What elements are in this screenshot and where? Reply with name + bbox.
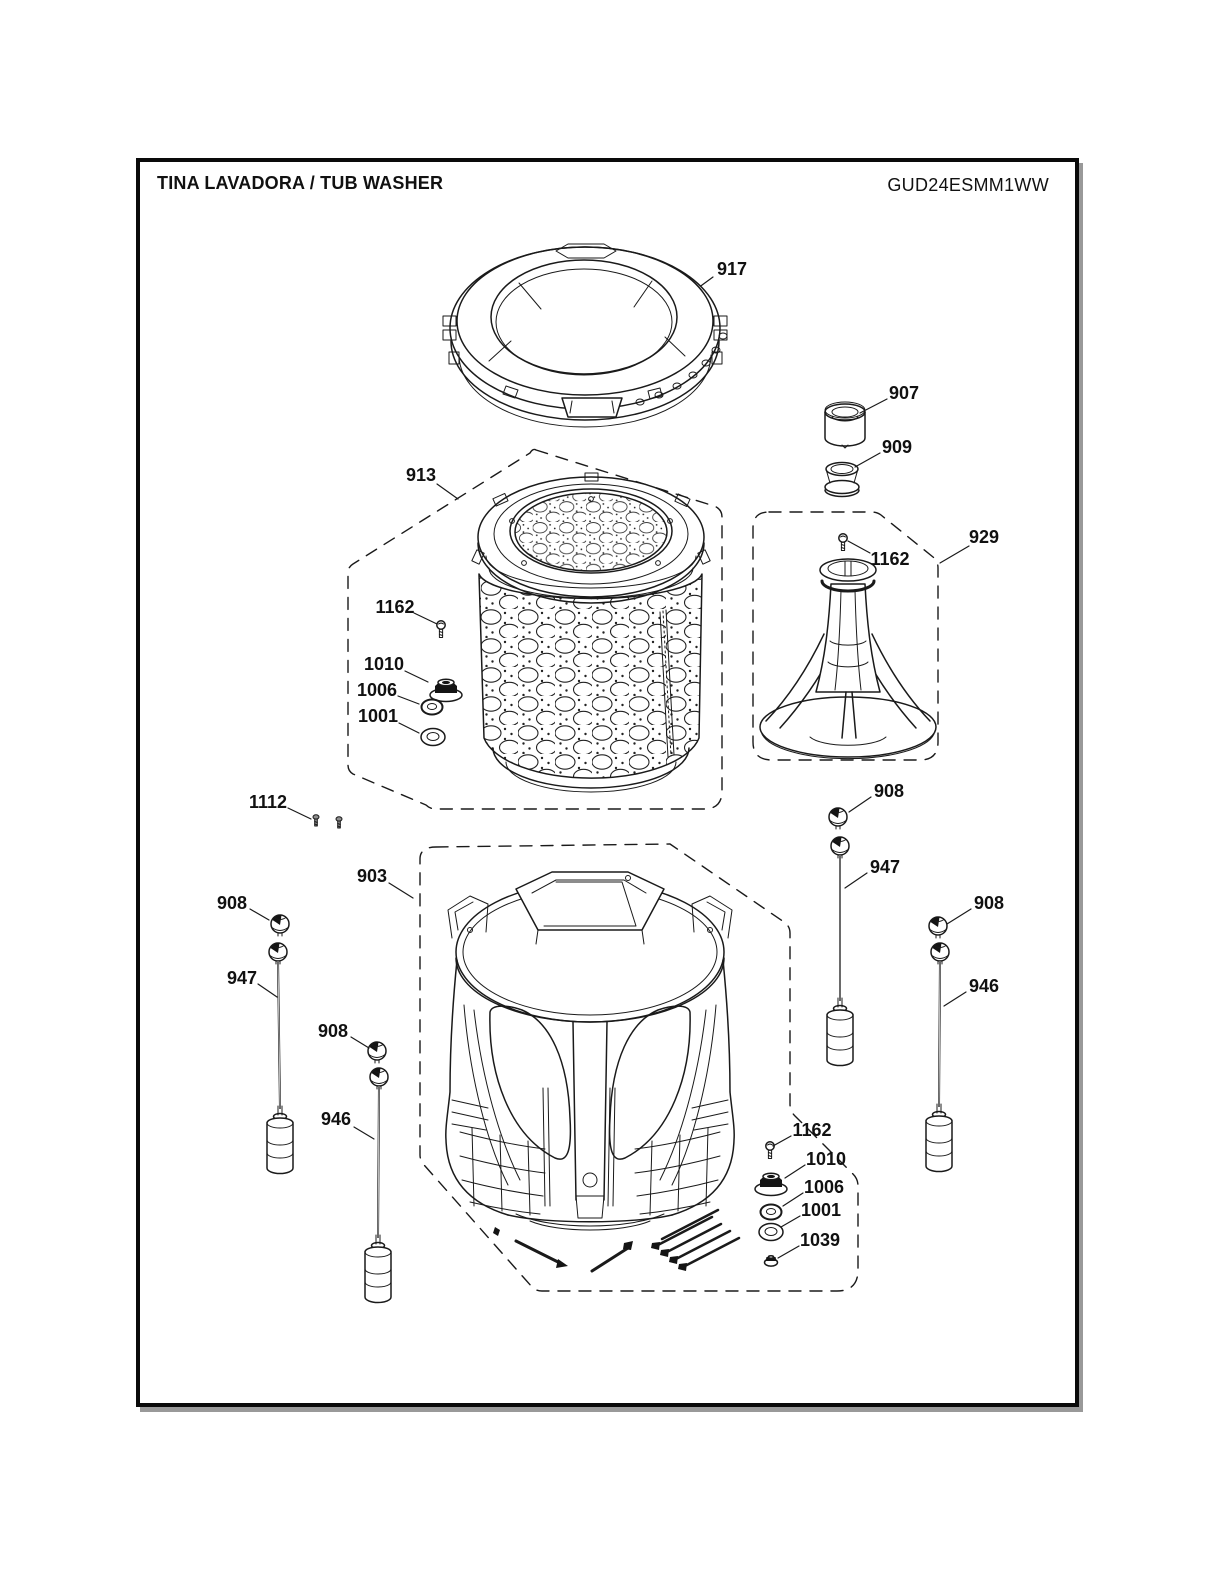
screw-1162-tub <box>765 1141 775 1160</box>
model-number: GUD24ESMM1WW <box>887 175 1049 195</box>
callout-907: 907 <box>888 383 920 403</box>
callout-929: 929 <box>968 527 1000 547</box>
tube-907-illustration <box>824 401 866 449</box>
pins-1112 <box>312 814 343 829</box>
leader-1039 <box>777 1245 800 1259</box>
callout-1162-agitator: 1162 <box>870 549 910 569</box>
nut-1010-basket <box>429 678 463 703</box>
leader-946-left <box>353 1126 375 1140</box>
suspension-ball-908-right-front <box>828 807 848 830</box>
leader-1010-basket <box>404 670 429 683</box>
callout-908-left-rear: 908 <box>317 1021 349 1041</box>
suspension-rod-946-right <box>925 942 953 1173</box>
callout-946-left: 946 <box>320 1109 352 1129</box>
leader-1006-tub <box>782 1192 804 1207</box>
dashed-outline-tub-903 <box>419 843 859 1292</box>
leader-946-right <box>943 991 967 1007</box>
leader-1112 <box>287 807 312 820</box>
leader-929 <box>939 545 970 564</box>
callout-908-right-rear: 908 <box>973 893 1005 913</box>
page-title: TINA LAVADORA / TUB WASHER <box>157 173 444 193</box>
tub-ring-illustration <box>442 243 728 428</box>
bearing-909-illustration <box>824 461 860 498</box>
callout-903: 903 <box>356 866 388 886</box>
callout-1010-tub: 1010 <box>805 1149 847 1169</box>
leader-909 <box>854 452 881 468</box>
callout-1001-tub: 1001 <box>800 1200 842 1220</box>
callout-947-left: 947 <box>226 968 258 988</box>
suspension-rod-947-left <box>266 942 294 1175</box>
callout-1162-basket: 1162 <box>375 597 415 617</box>
suspension-ball-908-right-rear <box>928 916 948 939</box>
nut-1010-tub <box>754 1172 788 1197</box>
callout-1006-tub: 1006 <box>803 1177 845 1197</box>
screw-1162-agitator <box>838 533 848 552</box>
callout-917: 917 <box>716 259 748 279</box>
dashed-outline-basket-913 <box>347 448 723 810</box>
outer-tub-illustration <box>445 871 735 1231</box>
tie-bolts <box>493 1208 741 1273</box>
leader-1001-tub <box>780 1215 801 1228</box>
washer-1006-basket <box>420 698 444 716</box>
callout-1112: 1112 <box>248 792 288 812</box>
leader-913 <box>436 483 459 500</box>
leader-1162-tub <box>772 1135 792 1147</box>
leader-1006-basket <box>397 695 420 705</box>
agitator-illustration <box>759 558 937 760</box>
callout-1001-basket: 1001 <box>357 706 399 726</box>
suspension-ball-908-left-rear <box>367 1041 387 1064</box>
callout-946-right: 946 <box>968 976 1000 996</box>
callout-1010-basket: 1010 <box>363 654 405 674</box>
suspension-rod-947-right <box>826 836 854 1067</box>
dashed-outline-agitator-929 <box>752 511 939 761</box>
callout-913: 913 <box>405 465 437 485</box>
callout-909: 909 <box>881 437 913 457</box>
washer-1001-basket <box>420 727 446 747</box>
leader-903 <box>388 882 414 899</box>
callout-908-left-front: 908 <box>216 893 248 913</box>
leader-908-right-front <box>848 796 872 813</box>
screw-1162-basket <box>436 620 446 639</box>
leader-1010-tub <box>784 1164 806 1179</box>
callout-908-right-front: 908 <box>873 781 905 801</box>
washer-1001-tub <box>758 1222 784 1242</box>
suspension-rod-946-left <box>364 1067 392 1304</box>
callout-1162-tub: 1162 <box>792 1120 832 1140</box>
nut-1039 <box>763 1255 779 1267</box>
callout-1006-basket: 1006 <box>356 680 398 700</box>
leader-1162-agitator <box>847 540 871 554</box>
leader-908-left-rear <box>350 1036 370 1049</box>
washer-1006-tub <box>759 1203 783 1221</box>
leader-908-right-rear <box>946 908 972 925</box>
callout-947-right: 947 <box>869 857 901 877</box>
leader-1001-basket <box>398 722 420 734</box>
callout-1039: 1039 <box>799 1230 841 1250</box>
leader-908-left-front <box>249 908 270 921</box>
suspension-ball-908-left-front <box>270 914 290 937</box>
basket-illustration <box>471 472 711 793</box>
leader-947-left <box>257 983 278 998</box>
leader-947-right <box>844 872 868 889</box>
leader-1162-basket <box>413 612 438 625</box>
